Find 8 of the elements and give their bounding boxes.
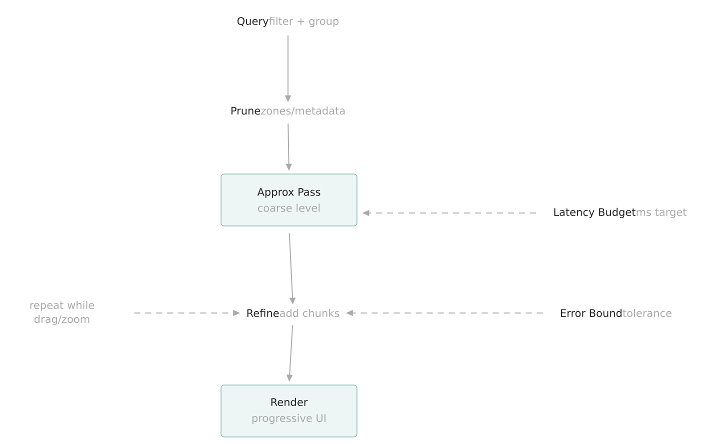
- step-label: Refineadd chunks: [247, 308, 340, 318]
- process-box: Render progressive UI: [220, 384, 358, 438]
- process-box: Approx Pass coarse level: [220, 174, 358, 226]
- step-label: Error Boundtolerance: [561, 308, 672, 318]
- step-label: Latency Budgetms target: [554, 208, 687, 218]
- step-label: Prunezones/metadata: [231, 106, 345, 116]
- note-text: repeat while drag/zoom: [30, 300, 94, 326]
- step-label: Queryfilter + group: [237, 16, 339, 28]
